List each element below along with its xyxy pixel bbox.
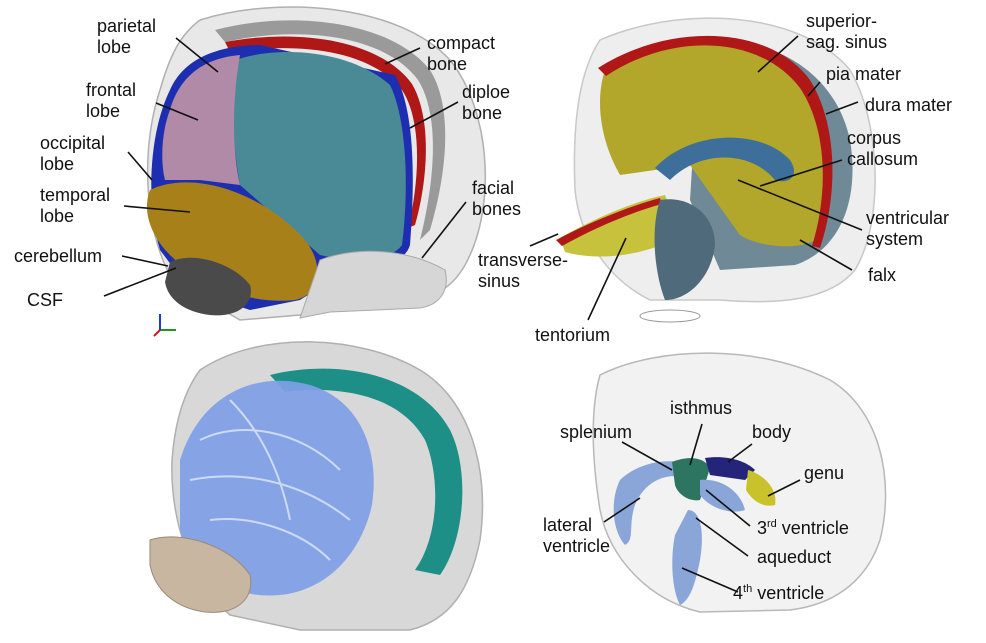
label-diploe-bone: diploe bone	[462, 82, 510, 124]
third-ventricle-number: 3	[757, 518, 767, 538]
third-ventricle-word: ventricle	[777, 518, 849, 538]
label-dura-mater: dura mater	[865, 95, 952, 116]
label-superior-sag-sinus: superior- sag. sinus	[806, 11, 887, 53]
axis-triad-icon	[154, 314, 176, 336]
label-body: body	[752, 422, 791, 443]
label-parietal-lobe: parietal lobe	[97, 16, 156, 58]
fourth-ventricle-word: ventricle	[752, 583, 824, 603]
panel-bottom-left-graphic	[150, 342, 483, 630]
label-fourth-ventricle: 4th ventricle	[733, 583, 824, 604]
leader-transverse	[530, 234, 558, 246]
fourth-ventricle-suffix: th	[743, 583, 752, 595]
label-pia-mater: pia mater	[826, 64, 901, 85]
label-occipital-lobe: occipital lobe	[40, 133, 105, 175]
label-transverse-sinus: transverse- sinus	[478, 250, 568, 292]
facial-bones-shape	[300, 251, 446, 318]
label-csf: CSF	[27, 290, 63, 311]
label-splenium: splenium	[560, 422, 632, 443]
label-lateral-ventricle: lateral ventricle	[543, 515, 610, 557]
label-frontal-lobe: frontal lobe	[86, 80, 136, 122]
label-aqueduct: aqueduct	[757, 547, 831, 568]
third-ventricle-suffix: rd	[767, 518, 777, 530]
label-corpus-callosum: corpus callosum	[847, 128, 918, 170]
label-temporal-lobe: temporal lobe	[40, 185, 110, 227]
label-cerebellum: cerebellum	[14, 246, 102, 267]
label-compact-bone: compact bone	[427, 33, 495, 75]
label-falx: falx	[868, 265, 896, 286]
label-facial-bones: facial bones	[472, 178, 521, 220]
label-isthmus: isthmus	[670, 398, 732, 419]
fourth-ventricle-number: 4	[733, 583, 743, 603]
label-genu: genu	[804, 463, 844, 484]
label-ventricular-system: ventricular system	[866, 208, 949, 250]
label-tentorium: tentorium	[535, 325, 610, 346]
base-ellipse	[640, 310, 700, 322]
label-third-ventricle: 3rd ventricle	[757, 518, 849, 539]
